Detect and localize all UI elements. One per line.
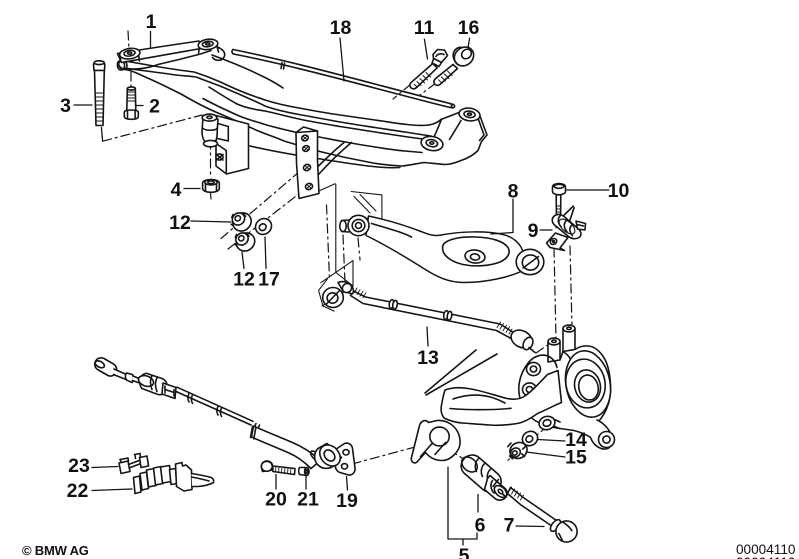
svg-text:3: 3 [60, 95, 71, 117]
svg-text:17: 17 [258, 269, 280, 291]
svg-text:8: 8 [508, 181, 519, 203]
svg-text:1: 1 [146, 11, 157, 33]
svg-text:00004110: 00004110 [736, 555, 796, 559]
svg-text:22: 22 [67, 480, 89, 502]
svg-text:5: 5 [459, 545, 470, 559]
svg-text:18: 18 [330, 17, 352, 39]
svg-text:11: 11 [414, 17, 435, 39]
svg-text:4: 4 [171, 179, 182, 201]
svg-text:12: 12 [233, 269, 255, 291]
svg-text:7: 7 [504, 515, 515, 537]
svg-text:12: 12 [169, 212, 191, 234]
svg-text:23: 23 [68, 455, 90, 477]
svg-text:2: 2 [149, 96, 160, 118]
svg-text:6: 6 [475, 515, 486, 537]
svg-text:10: 10 [608, 180, 630, 202]
svg-text:00004110: 00004110 [736, 542, 796, 557]
svg-text:21: 21 [297, 489, 319, 511]
svg-text:20: 20 [265, 489, 287, 511]
svg-text:14: 14 [565, 429, 587, 451]
svg-text:13: 13 [417, 347, 439, 369]
svg-text:16: 16 [458, 17, 480, 39]
svg-text:19: 19 [336, 490, 358, 512]
svg-text:9: 9 [528, 220, 539, 242]
svg-text:© BMW AG: © BMW AG [22, 543, 89, 558]
svg-text:15: 15 [565, 447, 587, 469]
